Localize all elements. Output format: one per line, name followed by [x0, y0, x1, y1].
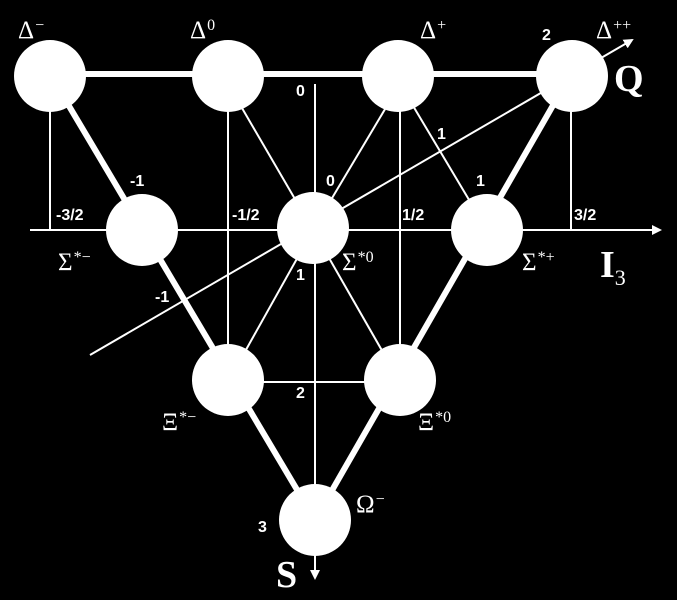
- label-delta-zero: Δ0: [190, 17, 216, 44]
- node-delta-plus: [362, 40, 434, 112]
- i3-tick: 1/2: [402, 207, 425, 224]
- label-omega-minus: Ω−: [356, 491, 385, 518]
- q-tick: 2: [542, 27, 551, 44]
- outer-edge-right: [312, 72, 574, 522]
- s-tick: 0: [296, 83, 305, 100]
- node-xi-minus: [192, 344, 264, 416]
- q-tick: 1: [476, 173, 485, 190]
- node-delta-plusplus: [536, 40, 608, 112]
- label-delta-plusplus: Δ++: [596, 17, 632, 44]
- label-xi-zero: Ξ*0: [418, 409, 452, 436]
- label-delta-plus: Δ+: [420, 17, 447, 44]
- node-sigma-zero: [277, 192, 349, 264]
- node-sigma-minus: [106, 194, 178, 266]
- i3-tick: -1/2: [232, 207, 260, 224]
- label-sigma-minus: Σ*−: [58, 249, 91, 276]
- i3-tick: -3/2: [56, 207, 84, 224]
- i3-tick: 3/2: [574, 207, 597, 224]
- label-sigma-zero: Σ*0: [342, 249, 374, 276]
- s-axis-label: S: [276, 554, 298, 596]
- node-sigma-plus: [451, 194, 523, 266]
- node-xi-zero: [364, 344, 436, 416]
- q-axis-label: Q: [614, 58, 644, 100]
- node-delta-zero: [192, 40, 264, 112]
- q-tick-diagonal: -1: [155, 289, 170, 306]
- q-tick: -1: [130, 173, 145, 190]
- s-tick: 1: [296, 267, 305, 284]
- node-delta-minus: [14, 40, 86, 112]
- s-tick: 2: [296, 385, 305, 402]
- node-omega-minus: [279, 484, 351, 556]
- label-delta-minus: Δ−: [18, 17, 45, 44]
- label-sigma-plus: Σ*+: [522, 249, 555, 276]
- s-tick: 3: [258, 519, 267, 536]
- i3-axis-label: I3: [600, 244, 626, 290]
- q-tick: 0: [326, 173, 335, 190]
- q-tick-diagonal: 1: [437, 126, 446, 143]
- outer-edge-left: [47, 72, 318, 522]
- label-xi-minus: Ξ*−: [162, 409, 197, 436]
